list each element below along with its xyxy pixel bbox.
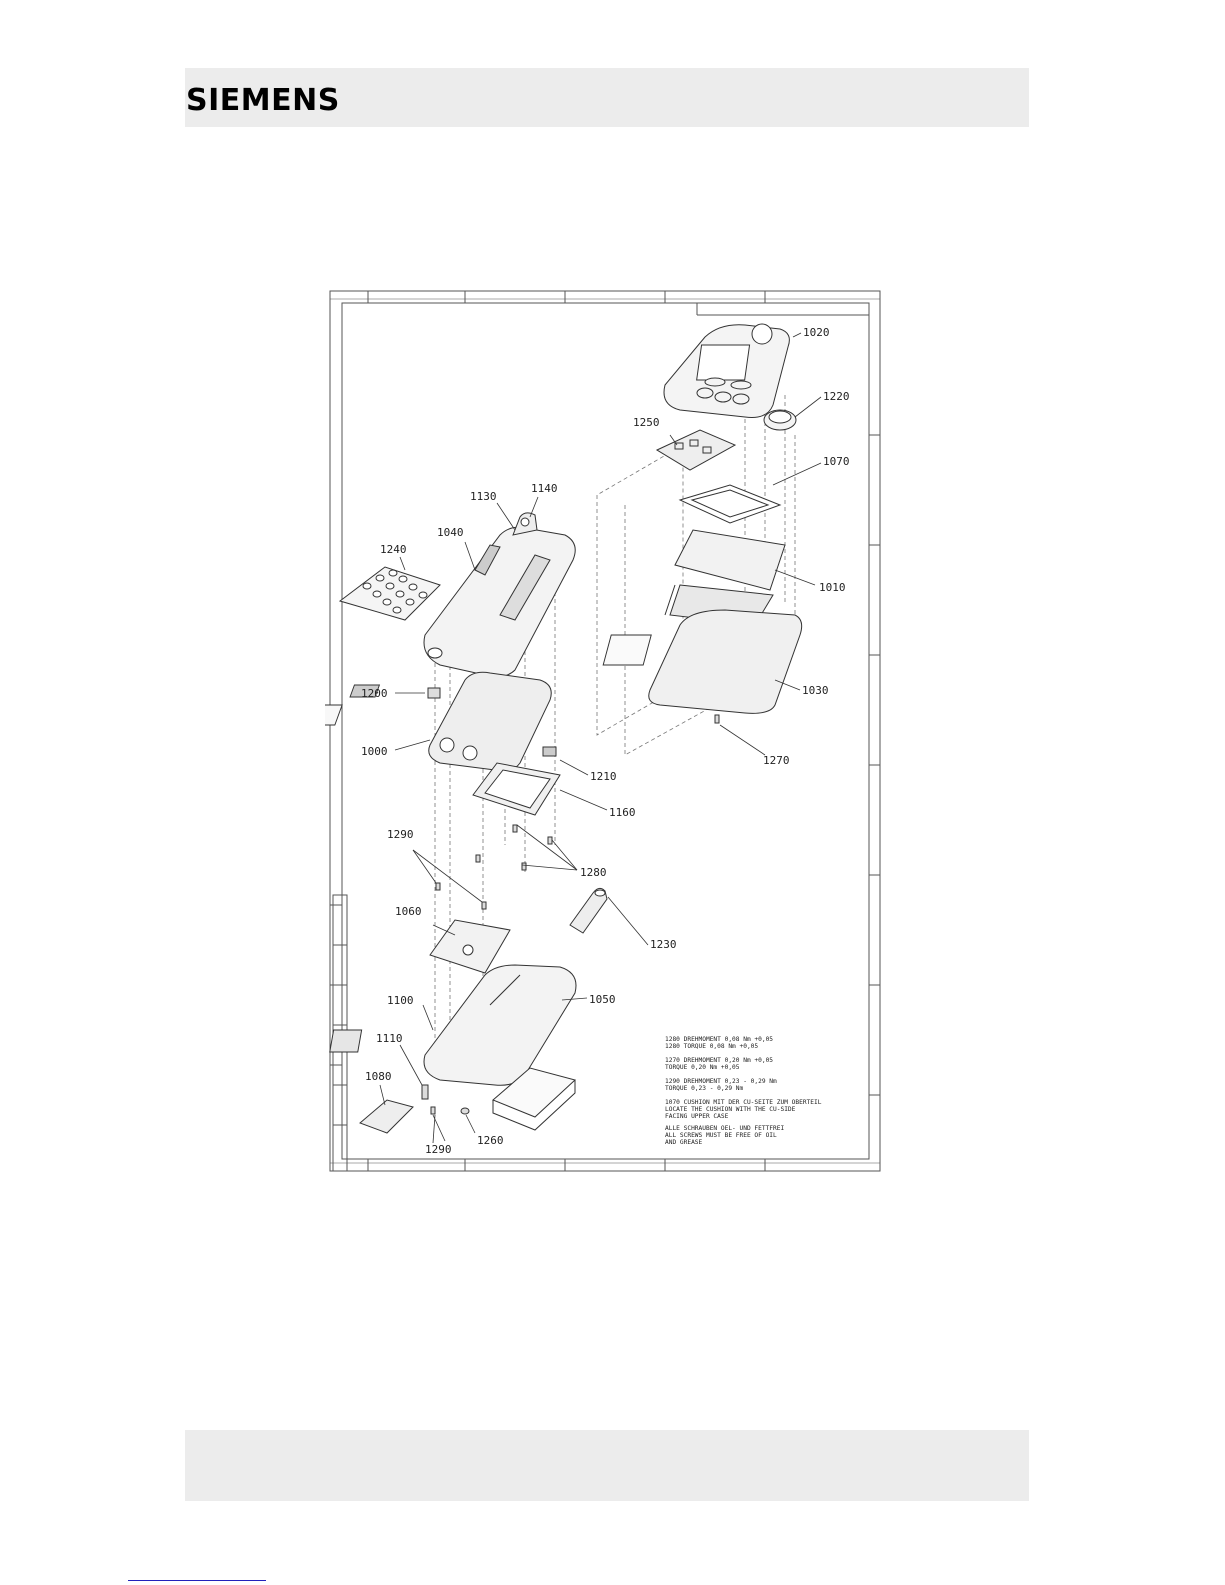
assembly-notes: 1280 DREHMOMENT 0,08 Nm +0,05 1280 TORQU… <box>665 1036 822 1146</box>
note-line: ALLE SCHRAUBEN OEL- UND FETTFREI <box>665 1125 784 1132</box>
part-1130-1140-antenna <box>512 512 538 536</box>
callout-1230: 1230 <box>650 938 677 951</box>
callout-1280: 1280 <box>580 866 607 879</box>
callout-1010: 1010 <box>819 581 846 594</box>
note-line: ALL SCREWS MUST BE FREE OF OIL <box>665 1132 777 1139</box>
callout-1080: 1080 <box>365 1070 392 1083</box>
part-1240-keymat <box>338 566 441 621</box>
note-line: AND GREASE <box>665 1139 703 1146</box>
part-1220-round-speaker <box>763 409 797 431</box>
part-1070-cushion <box>678 484 782 524</box>
callout-1050: 1050 <box>589 993 616 1006</box>
callout-1290-lower: 1290 <box>425 1143 452 1156</box>
header-band <box>185 68 1029 127</box>
part-battery <box>492 1067 577 1131</box>
leader-lines <box>379 332 822 1144</box>
part-1000-pcb <box>304 671 552 772</box>
part-1230-cylinder <box>569 887 608 934</box>
note-line: 1290 DREHMOMENT 0,23 - 0,29 Nm <box>665 1078 777 1085</box>
part-1080-cover <box>359 1099 414 1134</box>
exploded-assembly-drawing: 1020 1220 1250 1070 1130 1140 1040 1240 … <box>304 285 885 1177</box>
note-line: LOCATE THE CUSHION WITH THE CU-SIDE <box>665 1106 796 1113</box>
callout-1030: 1030 <box>802 684 829 697</box>
part-1250-keypad-frame <box>655 429 737 471</box>
callout-1220: 1220 <box>823 390 850 403</box>
footer-band <box>185 1430 1029 1501</box>
callout-1000: 1000 <box>361 745 388 758</box>
part-1290-screws-upper <box>435 882 487 910</box>
part-1290-1260-screws-lower <box>430 1106 470 1115</box>
part-1280-screws <box>475 824 553 871</box>
callout-1290-upper: 1290 <box>387 828 414 841</box>
part-1160-shield-frame <box>472 762 561 816</box>
note-line: 1280 TORQUE 0,08 Nm +0,05 <box>665 1043 758 1050</box>
callout-1130: 1130 <box>470 490 497 503</box>
note-line: FACING UPPER CASE <box>665 1113 729 1120</box>
note-line: 1070 CUSHION MIT DER CU-SEITE ZUM OBERTE… <box>665 1099 822 1106</box>
note-line: TORQUE 0,23 - 0,29 Nm <box>665 1085 744 1092</box>
siemens-logo: SIEMENS <box>186 83 340 118</box>
note-line: 1270 DREHMOMENT 0,20 Nm +0,05 <box>665 1057 773 1064</box>
part-1200-connector <box>427 687 441 699</box>
callout-1060: 1060 <box>395 905 422 918</box>
part-1060-board <box>429 919 511 974</box>
note-line: TORQUE 0,20 Nm +0,05 <box>665 1064 740 1071</box>
callout-labels: 1020 1220 1250 1070 1130 1140 1040 1240 … <box>361 326 850 1156</box>
callout-1200: 1200 <box>361 687 388 700</box>
part-1050-lower-case <box>329 964 577 1086</box>
part-1040-upper-case <box>423 526 576 678</box>
callout-1250: 1250 <box>633 416 660 429</box>
callout-1270: 1270 <box>763 754 790 767</box>
part-1110-connector <box>421 1084 429 1100</box>
part-1210-component <box>542 746 557 757</box>
part-1020-front-cover <box>663 323 790 418</box>
part-1030-chassis <box>602 609 803 714</box>
callout-1160: 1160 <box>609 806 636 819</box>
footnote-separator <box>128 1580 266 1581</box>
callout-1110: 1110 <box>376 1032 403 1045</box>
callout-1140: 1140 <box>531 482 558 495</box>
drawing-frame <box>329 290 881 1172</box>
callout-1210: 1210 <box>590 770 617 783</box>
callout-1240: 1240 <box>380 543 407 556</box>
note-line: 1280 DREHMOMENT 0,08 Nm +0,05 <box>665 1036 773 1043</box>
callout-1070: 1070 <box>823 455 850 468</box>
callout-1260: 1260 <box>477 1134 504 1147</box>
callout-1020: 1020 <box>803 326 830 339</box>
part-1270-screw <box>714 714 720 724</box>
callout-1100: 1100 <box>387 994 414 1007</box>
callout-1040: 1040 <box>437 526 464 539</box>
